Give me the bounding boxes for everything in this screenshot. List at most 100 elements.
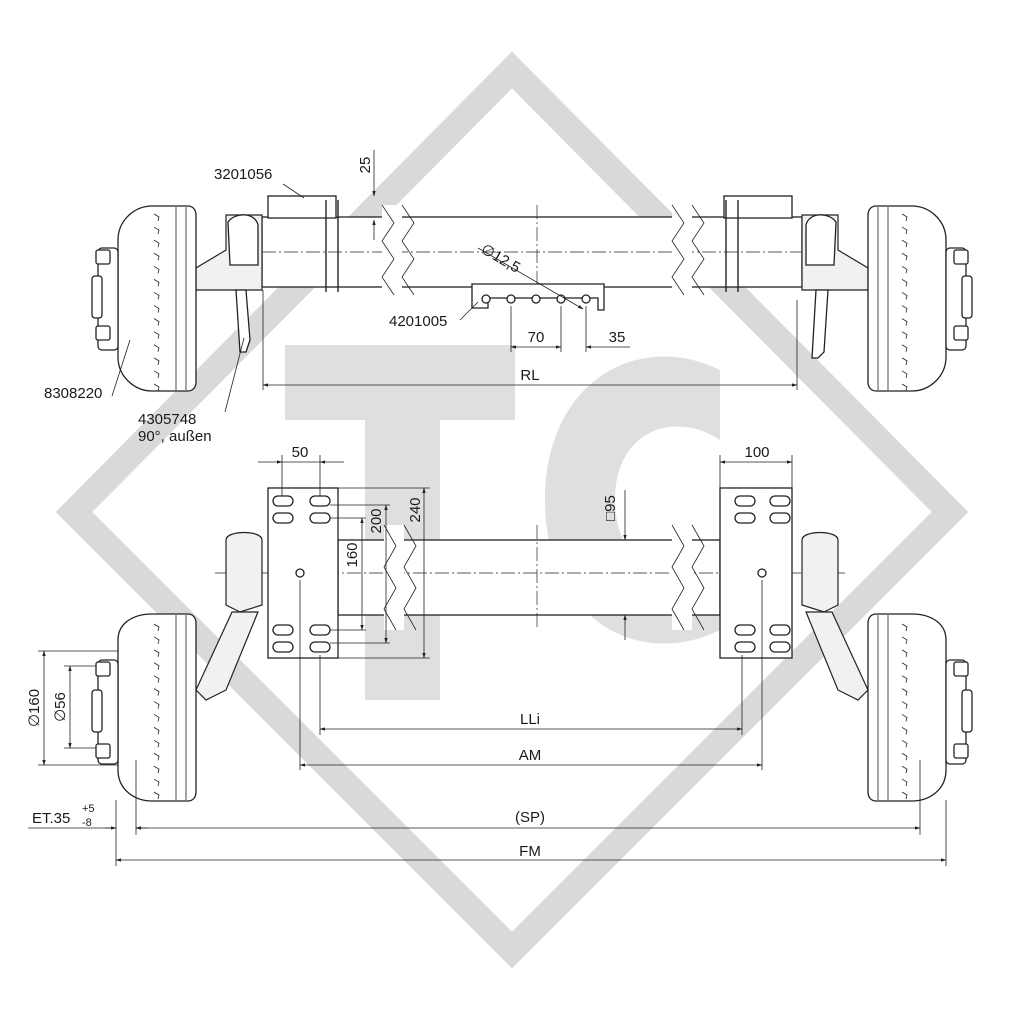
tread-mark bbox=[901, 714, 908, 722]
tread-mark bbox=[901, 688, 908, 696]
tread-mark bbox=[901, 305, 908, 313]
dim-200-label: 200 bbox=[368, 508, 385, 533]
tread-mark bbox=[901, 292, 908, 300]
tread-mark bbox=[901, 331, 908, 339]
tread-mark bbox=[153, 752, 160, 761]
tread-mark bbox=[901, 357, 908, 365]
tread-mark bbox=[153, 357, 160, 365]
tread-mark bbox=[153, 305, 160, 313]
tread-mark bbox=[153, 265, 160, 274]
tread-mark bbox=[153, 765, 160, 774]
tread-mark bbox=[901, 636, 908, 645]
top-view: RL 70 35 ∅12,5 25 3201056 4201005 830822… bbox=[44, 150, 973, 445]
tread-mark bbox=[153, 279, 160, 287]
tread-mark bbox=[901, 752, 908, 761]
tread-mark bbox=[901, 778, 908, 787]
dim-d160-label: ∅160 bbox=[26, 689, 43, 727]
dim-100-label: 100 bbox=[744, 444, 769, 461]
tread-mark bbox=[153, 331, 160, 339]
slots-left bbox=[272, 495, 331, 653]
wheel-top-right bbox=[867, 205, 973, 392]
dim-et-plus: +5 bbox=[82, 803, 95, 815]
tread-mark bbox=[153, 739, 160, 748]
dim-25-label: 25 bbox=[357, 157, 374, 174]
tread-mark bbox=[153, 649, 160, 657]
u-bolt-right bbox=[723, 195, 793, 219]
arm-right bbox=[805, 611, 869, 701]
tread-mark bbox=[153, 213, 160, 222]
tread-mark bbox=[901, 765, 908, 774]
part-label-shock: 4305748 bbox=[138, 411, 196, 428]
tread-mark bbox=[901, 239, 908, 248]
tread-mark bbox=[901, 649, 908, 657]
tread-mark bbox=[153, 370, 160, 379]
part-label-shock-note: 90°, außen bbox=[138, 428, 212, 445]
tread-mark bbox=[153, 636, 160, 645]
bottom-view: 50 100 240 200 160 □95 ∅160 ∅56 bbox=[26, 444, 973, 866]
tread-mark bbox=[153, 344, 160, 352]
tread-mark bbox=[901, 318, 908, 326]
tread-mark bbox=[153, 383, 160, 392]
tread-mark bbox=[153, 252, 160, 261]
tread-mark bbox=[153, 318, 160, 326]
arm-pivot-left bbox=[225, 531, 263, 613]
dim-d56-label: ∅56 bbox=[52, 692, 69, 722]
tread-mark bbox=[901, 623, 908, 632]
dim-square-label: □95 bbox=[602, 495, 619, 521]
shock-absorber-left bbox=[235, 289, 251, 353]
tread-mark bbox=[153, 701, 160, 709]
dim-am-label: AM bbox=[519, 747, 542, 764]
tread-mark bbox=[153, 623, 160, 632]
dim-sp-label: (SP) bbox=[515, 809, 545, 826]
tread-mark bbox=[153, 727, 160, 735]
dim-fm-label: FM bbox=[519, 843, 541, 860]
tread-mark bbox=[901, 279, 908, 287]
arm-left bbox=[195, 611, 259, 701]
tread-mark bbox=[901, 344, 908, 352]
tread-mark bbox=[901, 662, 908, 670]
tread-mark bbox=[153, 791, 160, 800]
break-line-top-left bbox=[381, 204, 395, 296]
break-line-top-right bbox=[671, 204, 685, 296]
wheel-bottom-left bbox=[91, 613, 197, 802]
tread-mark bbox=[901, 675, 908, 683]
tread-mark bbox=[901, 370, 908, 379]
tread-mark bbox=[901, 252, 908, 261]
break-line-bottom-right bbox=[671, 524, 685, 631]
dim-70-label: 70 bbox=[528, 329, 545, 346]
u-bolt-left bbox=[267, 195, 337, 219]
wheel-top-left bbox=[91, 205, 197, 392]
tread-mark bbox=[153, 239, 160, 248]
part-label-hub: 8308220 bbox=[44, 385, 102, 402]
tread-mark bbox=[153, 292, 160, 300]
dim-50-label: 50 bbox=[292, 444, 309, 461]
wheel-bottom-right bbox=[867, 613, 973, 802]
tread-mark bbox=[901, 383, 908, 392]
dim-160-label: 160 bbox=[344, 542, 361, 567]
tread-mark bbox=[153, 714, 160, 722]
dim-35-label: 35 bbox=[609, 329, 626, 346]
dim-et-minus: -8 bbox=[82, 817, 92, 829]
tread-mark bbox=[901, 226, 908, 235]
tread-mark bbox=[153, 226, 160, 235]
dim-et-label: ET.35 bbox=[32, 810, 70, 827]
tread-mark bbox=[153, 688, 160, 696]
slots-right bbox=[734, 495, 791, 653]
part-label-u-bolt: 3201056 bbox=[214, 166, 272, 183]
shock-absorber-right bbox=[811, 289, 829, 359]
tread-mark bbox=[153, 662, 160, 670]
tread-mark bbox=[901, 739, 908, 748]
tread-mark bbox=[901, 213, 908, 222]
tread-mark bbox=[901, 791, 908, 800]
watermark-diamond bbox=[55, 51, 969, 969]
tread-mark bbox=[901, 265, 908, 274]
dim-lli-label: LLi bbox=[520, 711, 540, 728]
tread-mark bbox=[901, 701, 908, 709]
tread-mark bbox=[901, 727, 908, 735]
arm-pivot-right bbox=[801, 531, 839, 613]
dim-240-label: 240 bbox=[407, 497, 424, 522]
dim-rl-label: RL bbox=[520, 367, 539, 384]
watermark-letter-t bbox=[285, 345, 515, 700]
tread-mark bbox=[153, 675, 160, 683]
